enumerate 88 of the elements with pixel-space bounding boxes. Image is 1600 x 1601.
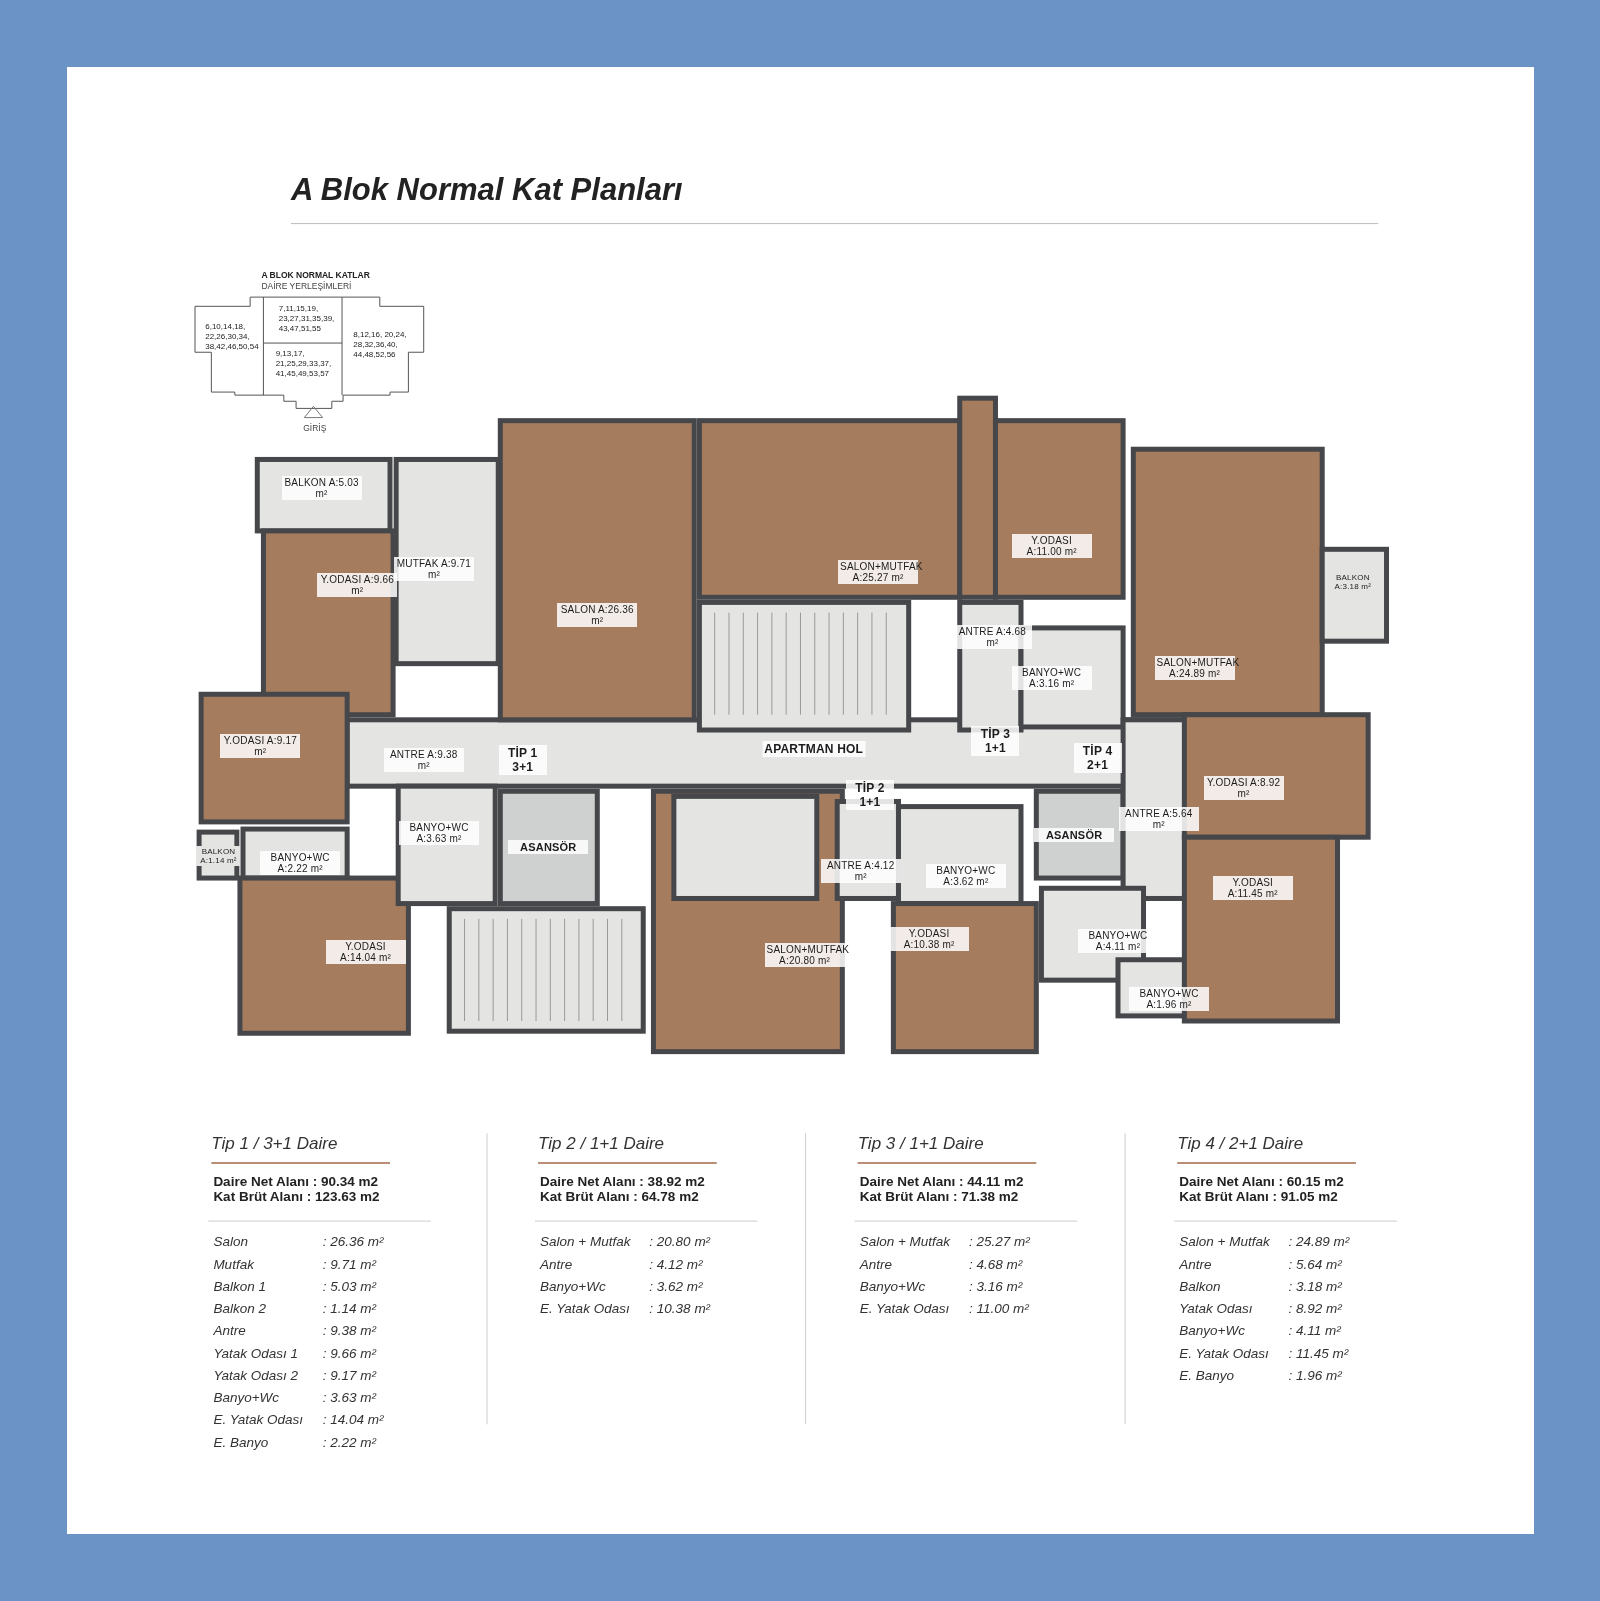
room-area: : 11.45 m² [1288, 1345, 1349, 1361]
room-name: E. Yatak Odası [1179, 1345, 1269, 1361]
room-area: : 20.80 m² [649, 1234, 711, 1250]
room-area: : 10.38 m² [649, 1301, 711, 1317]
room-area: : 1.14 m² [322, 1301, 376, 1317]
room-label: BANYO+WC A:1.96 m² [1129, 986, 1210, 1011]
room-label: Y.ODASI A:8.92 m² [1203, 776, 1284, 801]
room-name: E. Yatak Odası [540, 1301, 630, 1317]
room-name: Salon + Mutfak [1179, 1234, 1270, 1250]
room-label: BANYO+WC A:3.62 m² [925, 864, 1006, 888]
room-label: ASANSÖR [1034, 828, 1115, 843]
apartment-type-heading: Tip 3 / 1+1 Daire [857, 1134, 984, 1155]
room-area: : 25.27 m² [968, 1234, 1030, 1250]
apartment-numbers: 7,11,15,19, 23,27,31,35,39, 43,47,51,55 [278, 304, 342, 335]
net-area: Daire Net Alanı : 60.15 m2 [1179, 1174, 1344, 1190]
room-name: Balkon 1 [213, 1278, 266, 1294]
room-label: Y.ODASI A:10.38 m² [889, 927, 970, 952]
room-name: Yatak Odası 1 [213, 1345, 298, 1361]
page-title: A Blok Normal Kat Planları [291, 171, 683, 208]
room-name: E. Yatak Odası [859, 1301, 950, 1317]
room-name: Banyo+Wc [859, 1278, 926, 1294]
room-area: : 11.00 m² [968, 1301, 1029, 1317]
room-area: : 4.11 m² [1288, 1323, 1341, 1339]
room-name: Banyo+Wc [540, 1278, 606, 1294]
key-plan-subtitle: DAİRE YERLEŞİMLERİ [261, 280, 352, 291]
room-label: Y.ODASI A:11.00 m² [1011, 534, 1092, 559]
room-area: : 3.16 m² [968, 1278, 1023, 1294]
room-label: Y.ODASI A:9.17 m² [220, 734, 301, 759]
room-label: Y.ODASI A:11.45 m² [1212, 876, 1293, 901]
gross-area: Kat Brüt Alanı : 64.78 m2 [540, 1189, 699, 1205]
room-name: Antre [540, 1256, 573, 1272]
room-name: Balkon [1179, 1278, 1221, 1294]
room-name: Balkon 2 [213, 1301, 266, 1317]
room-name: Salon [213, 1234, 248, 1250]
room-area: : 2.22 m² [322, 1434, 376, 1450]
gross-area: Kat Brüt Alanı : 123.63 m2 [213, 1189, 380, 1205]
room-area: : 5.03 m² [322, 1278, 376, 1294]
room-label: BALKON A:1.14 m² [196, 845, 241, 866]
room-label: ASANSÖR [508, 840, 589, 855]
gross-area: Kat Brüt Alanı : 71.38 m2 [859, 1189, 1019, 1205]
entrance-label: GİRİŞ [303, 422, 327, 433]
room-area: : 3.62 m² [649, 1278, 703, 1294]
apartment-type-heading: Tip 1 / 3+1 Daire [211, 1134, 338, 1155]
room-name: E. Banyo [1179, 1367, 1235, 1383]
room-area: : 24.89 m² [1288, 1234, 1350, 1250]
net-area: Daire Net Alanı : 44.11 m2 [859, 1174, 1024, 1190]
room-area: : 26.36 m² [322, 1234, 384, 1250]
apartment-type-label: TİP 2 1+1 [845, 780, 894, 811]
room-name: Antre [859, 1256, 892, 1272]
key-plan-title: A BLOK NORMAL KATLAR [261, 269, 370, 280]
room-area: : 4.68 m² [968, 1256, 1023, 1272]
room-name: Salon + Mutfak [540, 1234, 631, 1250]
gross-area: Kat Brüt Alanı : 91.05 m2 [1179, 1189, 1338, 1205]
apartment-type-heading: Tip 4 / 2+1 Daire [1177, 1134, 1304, 1155]
room-area: : 1.96 m² [1288, 1367, 1342, 1383]
room-area: : 9.38 m² [322, 1323, 376, 1339]
net-area: Daire Net Alanı : 90.34 m2 [213, 1174, 378, 1190]
room-label: Y.ODASI A:9.66 m² [317, 573, 398, 598]
room-area: : 4.12 m² [649, 1256, 703, 1272]
room-area: : 8.92 m² [1288, 1301, 1342, 1317]
room-area: : 14.04 m² [322, 1412, 384, 1428]
room-area: : 9.17 m² [322, 1367, 376, 1383]
apartment-type-label: TİP 3 1+1 [971, 726, 1020, 757]
room-area: : 5.64 m² [1288, 1256, 1342, 1272]
room-name: Mutfak [213, 1256, 254, 1272]
room-name: Banyo+Wc [1179, 1323, 1245, 1339]
apartment-numbers: 9,13,17, 21,25,29,33,37, 41,45,49,53,57 [275, 349, 339, 380]
room-name: E. Yatak Odası [213, 1412, 303, 1428]
room-name: Yatak Odası [1179, 1301, 1253, 1317]
net-area: Daire Net Alanı : 38.92 m2 [540, 1174, 705, 1190]
room-name: E. Banyo [213, 1434, 269, 1450]
room-area: : 9.66 m² [322, 1345, 376, 1361]
room-label: BALKON A:5.03 m² [281, 476, 362, 501]
room-label: BANYO+WC A:2.22 m² [260, 850, 341, 875]
room-name: Salon + Mutfak [859, 1234, 951, 1250]
apartment-numbers: 8,12,16, 20,24, 28,32,36,40, 44,48,52,56 [353, 329, 409, 360]
room-area: : 9.71 m² [322, 1256, 376, 1272]
room-area: : 3.18 m² [1288, 1278, 1342, 1294]
room-name: Antre [213, 1323, 246, 1339]
room-name: Yatak Odası 2 [213, 1367, 298, 1383]
room-name: Antre [1179, 1256, 1212, 1272]
apartment-type-heading: Tip 2 / 1+1 Daire [538, 1134, 665, 1155]
apartment-numbers: 6,10,14,18, 22,26,30,34, 38,42,46,50,54 [205, 321, 269, 352]
room-label: SALON A:26.36 m² [557, 602, 638, 627]
room-label: BANYO+WC A:3.63 m² [399, 821, 479, 846]
room-name: Banyo+Wc [213, 1390, 280, 1406]
room-area: : 3.63 m² [322, 1390, 376, 1406]
hall-label: APARTMAN HOL [762, 741, 866, 758]
